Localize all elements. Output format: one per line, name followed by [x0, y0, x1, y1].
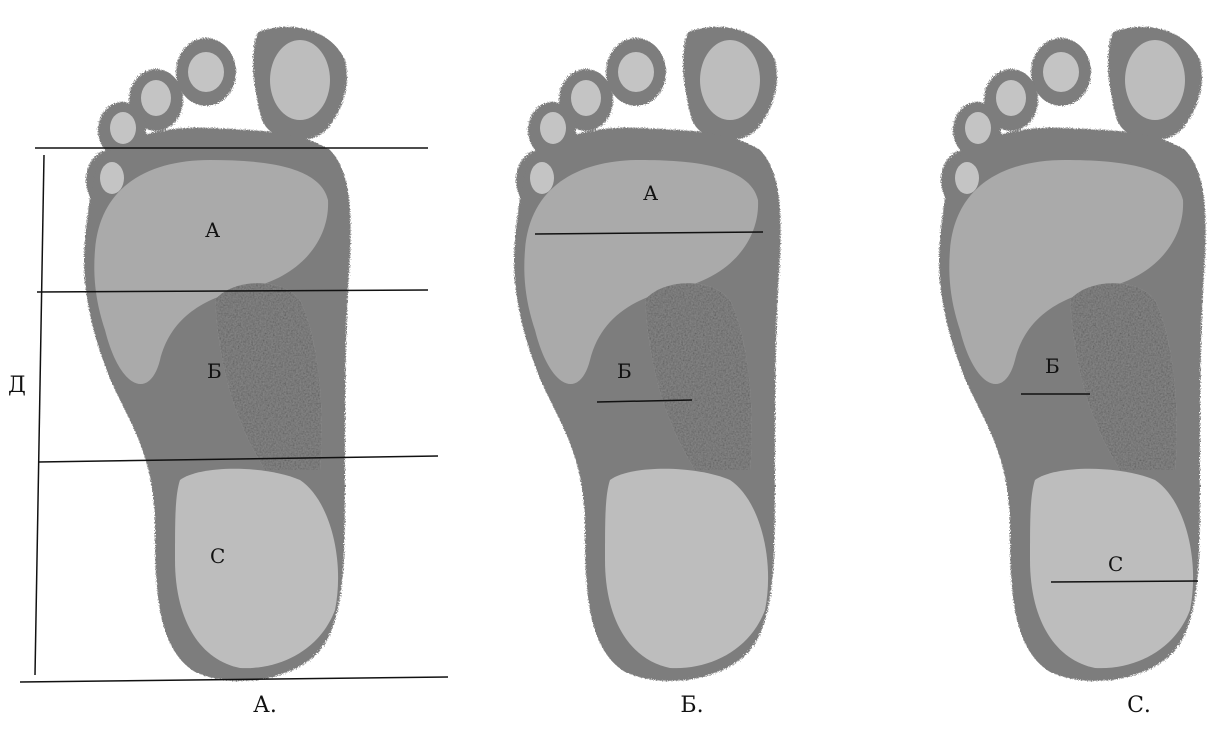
panel-c: Б С — [939, 27, 1206, 681]
zone-label-b-panel-c: Б — [1045, 354, 1060, 378]
dimension-label-d: Д — [8, 373, 26, 398]
zone-label-b-panel-b: Б — [617, 359, 632, 383]
panel-caption-b: Б. — [662, 693, 722, 718]
panel-b: А Б — [514, 27, 781, 681]
zone-label-b-panel-a: Б — [207, 359, 222, 383]
zone-label-a-panel-a: А — [205, 218, 220, 242]
panel-a: Д А Б С — [8, 27, 448, 682]
panel-caption-a: А. — [235, 693, 295, 718]
panel-caption-c: С. — [1109, 693, 1169, 718]
zone-label-c-panel-a: С — [210, 544, 225, 568]
zone-label-c-panel-c: С — [1108, 552, 1123, 576]
zone-label-a-panel-b: А — [643, 181, 658, 205]
